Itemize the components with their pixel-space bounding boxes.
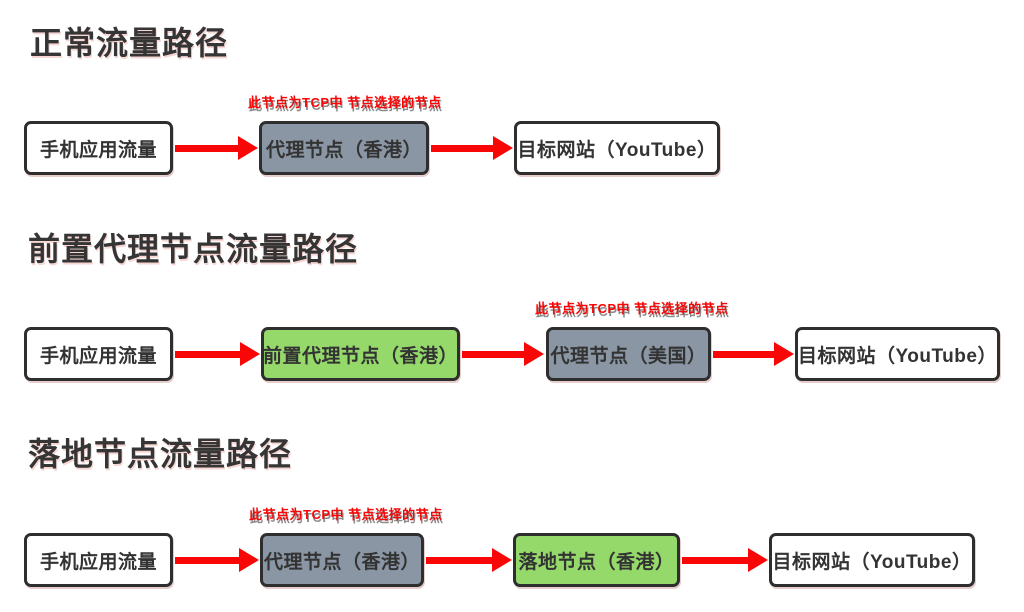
arrow-head — [239, 548, 259, 572]
flow-arrow-icon — [175, 136, 258, 160]
arrow-line — [426, 556, 492, 564]
node-label: 代理节点（香港） — [265, 139, 422, 161]
node-proxy-node-us: 此节点为TCP中 节点选择的节点 代理节点（美国） — [535, 301, 728, 381]
arrow-head — [492, 548, 512, 572]
flow-arrow-icon — [462, 342, 544, 366]
section-title-landing-node-traffic-path: 落地节点流量路径 — [28, 436, 293, 472]
node-label: 目标网站（YouTube） — [517, 139, 717, 161]
node-target-site-youtube: 目标网站（YouTube） — [514, 121, 720, 175]
flow-arrow-icon — [175, 548, 259, 572]
arrow-head — [493, 136, 513, 160]
flow-arrow-icon — [426, 548, 512, 572]
flow-arrow-icon — [431, 136, 513, 160]
node-label: 代理节点（香港） — [263, 551, 420, 573]
arrow-line — [175, 556, 239, 564]
arrow-line — [175, 350, 240, 358]
node-front-proxy-node-hk: 前置代理节点（香港） — [261, 327, 460, 381]
node-proxy-node-hk: 此节点为TCP中 节点选择的节点 代理节点（香港） — [249, 507, 442, 587]
annotation-tcp-selected-node: 此节点为TCP中 节点选择的节点 — [249, 507, 443, 522]
node-target-site-youtube: 目标网站（YouTube） — [795, 327, 1000, 381]
node-label: 前置代理节点（香港） — [263, 345, 459, 367]
node-label: 落地节点（香港） — [518, 551, 675, 573]
node-phone-app-traffic: 手机应用流量 — [24, 121, 173, 175]
node-landing-node-hk: 落地节点（香港） — [513, 533, 680, 587]
node-phone-app-traffic: 手机应用流量 — [24, 327, 173, 381]
arrow-line — [462, 350, 524, 358]
node-label: 代理节点（美国） — [550, 345, 707, 367]
flow-arrow-icon — [175, 342, 260, 366]
section-title-front-proxy-traffic-path: 前置代理节点流量路径 — [28, 231, 359, 267]
node-target-site-youtube: 目标网站（YouTube） — [769, 533, 975, 587]
annotation-tcp-selected-node: 此节点为TCP中 节点选择的节点 — [535, 301, 729, 316]
arrow-line — [713, 350, 774, 358]
arrow-line — [431, 144, 493, 152]
arrow-line — [175, 144, 238, 152]
arrow-line — [682, 556, 748, 564]
node-label: 手机应用流量 — [39, 345, 157, 367]
node-label: 手机应用流量 — [39, 139, 157, 161]
node-label: 目标网站（YouTube） — [798, 345, 997, 367]
annotation-tcp-selected-node: 此节点为TCP中 节点选择的节点 — [248, 95, 442, 110]
node-phone-app-traffic: 手机应用流量 — [24, 533, 173, 587]
arrow-head — [240, 342, 260, 366]
arrow-head — [748, 548, 768, 572]
arrow-head — [774, 342, 794, 366]
arrow-head — [524, 342, 544, 366]
flow-arrow-icon — [713, 342, 794, 366]
node-proxy-node-hk: 此节点为TCP中 节点选择的节点 代理节点（香港） — [248, 95, 441, 175]
section-title-normal-traffic-path: 正常流量路径 — [30, 25, 229, 61]
flow-arrow-icon — [682, 548, 768, 572]
node-label: 目标网站（YouTube） — [772, 551, 972, 573]
arrow-head — [238, 136, 258, 160]
node-label: 手机应用流量 — [39, 551, 157, 573]
